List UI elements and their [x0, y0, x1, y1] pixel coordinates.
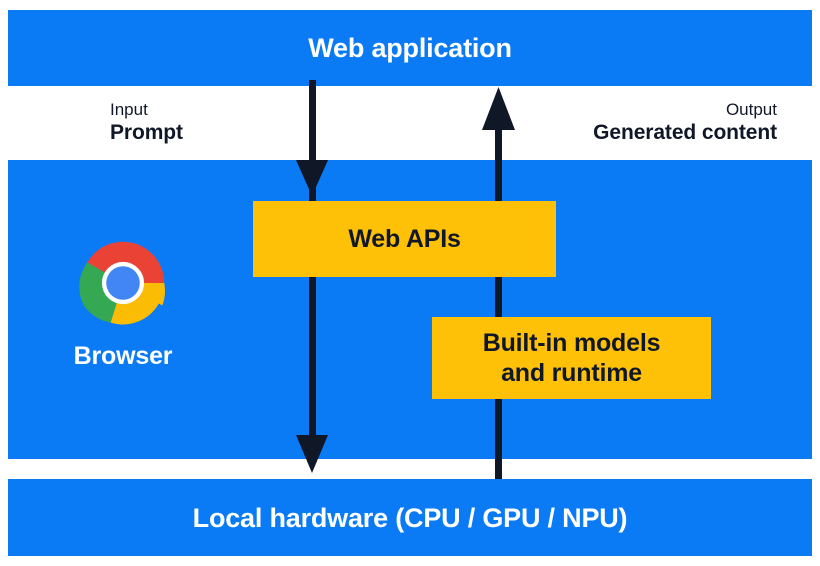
band-web-application: [8, 10, 812, 86]
flow-input-value: Prompt: [110, 121, 183, 144]
browser-label: Browser: [73, 342, 173, 370]
web-application-label: Web application: [308, 33, 512, 63]
box-web-apis-label: Web APIs: [348, 224, 461, 253]
box-builtin-models-label: Built-in models and runtime: [482, 329, 661, 387]
flow-output-value: Generated content: [593, 121, 777, 144]
flow-label-input: Input Prompt: [110, 100, 183, 145]
flow-label-output: Output Generated content: [593, 100, 777, 145]
chrome-logo-icon: [79, 241, 165, 325]
browser-group: Browser: [44, 237, 202, 371]
box-web-apis[interactable]: Web APIs: [253, 201, 556, 277]
flow-output-kicker: Output: [725, 100, 777, 119]
box-builtin-models[interactable]: Built-in models and runtime: [432, 317, 711, 399]
flow-input-kicker: Input: [110, 100, 148, 119]
arrow-down-icon: [296, 80, 328, 473]
band-local-hardware: [8, 479, 812, 556]
local-hardware-label: Local hardware (CPU / GPU / NPU): [192, 503, 628, 533]
arrow-up-icon: [482, 87, 515, 480]
